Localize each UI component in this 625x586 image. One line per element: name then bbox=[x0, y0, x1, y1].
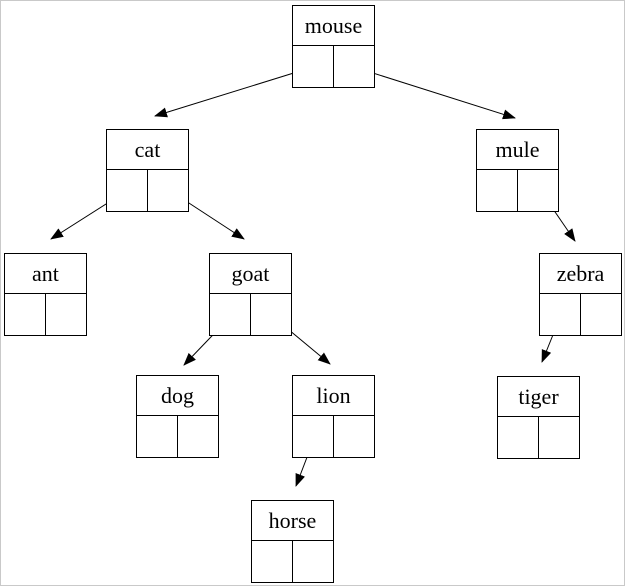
right-pointer-cell bbox=[539, 417, 579, 458]
left-pointer-cell bbox=[137, 416, 178, 457]
right-pointer-cell bbox=[178, 416, 218, 457]
right-pointer-cell bbox=[334, 416, 374, 457]
tree-node-lion: lion bbox=[292, 375, 375, 458]
arrow-mouse-right-to-mule bbox=[353, 66, 516, 120]
tree-node-zebra: zebra bbox=[539, 253, 622, 336]
tree-node-cat: cat bbox=[106, 129, 189, 212]
node-pointer-cells bbox=[209, 294, 292, 336]
tree-node-horse: horse bbox=[251, 500, 334, 583]
right-pointer-cell bbox=[46, 294, 86, 335]
node-pointer-cells bbox=[292, 46, 375, 88]
node-pointer-cells bbox=[106, 170, 189, 212]
node-label: tiger bbox=[497, 376, 580, 417]
left-pointer-cell bbox=[107, 170, 148, 211]
right-pointer-cell bbox=[518, 170, 558, 211]
node-label: ant bbox=[4, 253, 87, 294]
node-label: mouse bbox=[292, 5, 375, 46]
arrow-mouse-left-to-cat bbox=[154, 66, 314, 118]
node-label: mule bbox=[476, 129, 559, 170]
node-pointer-cells bbox=[136, 416, 219, 458]
right-pointer-cell bbox=[581, 294, 621, 335]
right-pointer-cell bbox=[251, 294, 291, 335]
right-pointer-cell bbox=[148, 170, 188, 211]
node-pointer-cells bbox=[497, 417, 580, 459]
tree-node-goat: goat bbox=[209, 253, 292, 336]
left-pointer-cell bbox=[293, 416, 334, 457]
tree-node-tiger: tiger bbox=[497, 376, 580, 459]
left-pointer-cell bbox=[293, 46, 334, 87]
left-pointer-cell bbox=[5, 294, 46, 335]
tree-node-ant: ant bbox=[4, 253, 87, 336]
tree-node-mouse: mouse bbox=[292, 5, 375, 88]
node-label: zebra bbox=[539, 253, 622, 294]
node-label: goat bbox=[209, 253, 292, 294]
node-label: lion bbox=[292, 375, 375, 416]
node-pointer-cells bbox=[251, 541, 334, 583]
left-pointer-cell bbox=[477, 170, 518, 211]
right-pointer-cell bbox=[334, 46, 374, 87]
left-pointer-cell bbox=[540, 294, 581, 335]
left-pointer-cell bbox=[210, 294, 251, 335]
node-pointer-cells bbox=[292, 416, 375, 458]
left-pointer-cell bbox=[498, 417, 539, 458]
right-pointer-cell bbox=[293, 541, 333, 582]
node-label: dog bbox=[136, 375, 219, 416]
node-pointer-cells bbox=[4, 294, 87, 336]
left-pointer-cell bbox=[252, 541, 293, 582]
node-label: cat bbox=[106, 129, 189, 170]
node-pointer-cells bbox=[476, 170, 559, 212]
tree-node-mule: mule bbox=[476, 129, 559, 212]
tree-node-dog: dog bbox=[136, 375, 219, 458]
node-pointer-cells bbox=[539, 294, 622, 336]
node-label: horse bbox=[251, 500, 334, 541]
